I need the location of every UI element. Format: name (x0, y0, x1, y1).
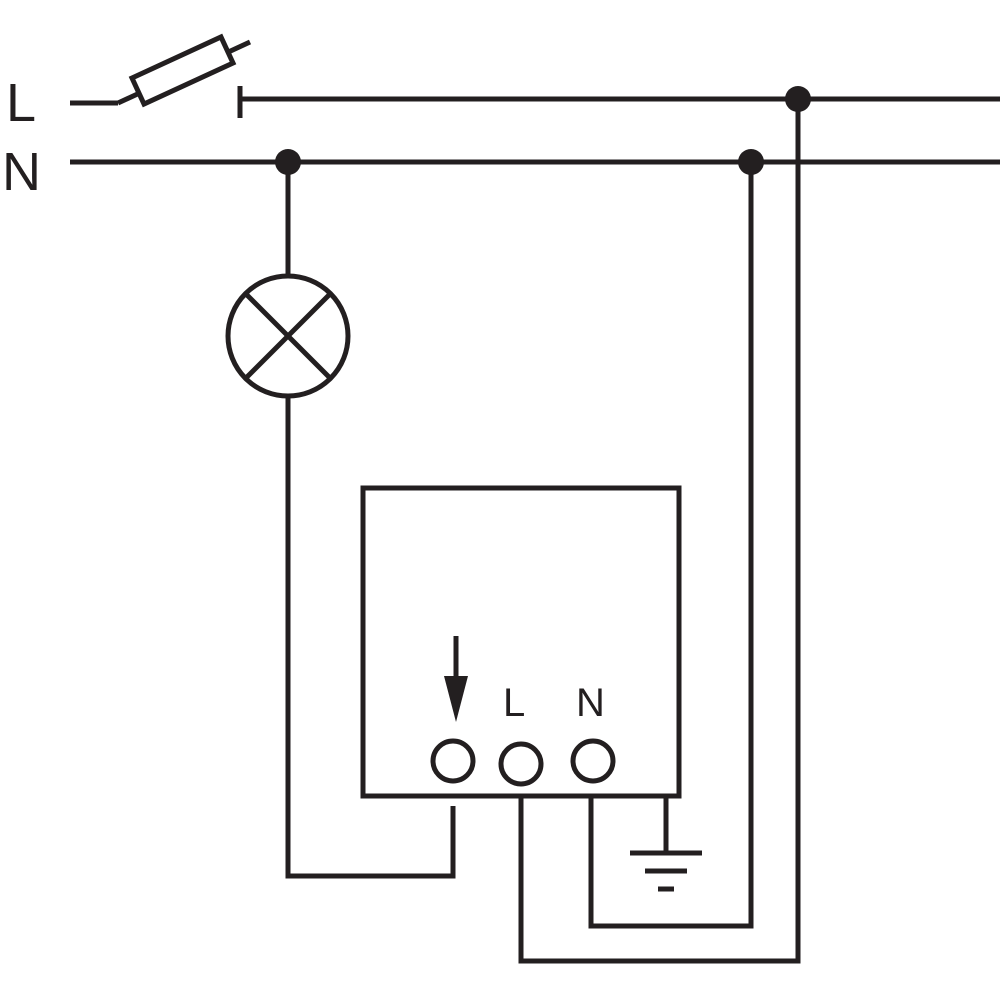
fuse-icon (128, 33, 237, 108)
junction-line-rail (785, 86, 811, 112)
junction-device-neutral (738, 149, 764, 175)
ground-icon (630, 796, 702, 892)
terminal-switched-output (430, 738, 476, 784)
neutral-rail-label: N (2, 142, 41, 202)
terminal-neutral (570, 738, 616, 784)
device-line-wire (518, 99, 801, 964)
terminal-label-line: L (503, 681, 525, 725)
lamp-switched-wire (285, 396, 456, 879)
device-neutral-wire (588, 162, 754, 929)
terminal-line (498, 741, 544, 787)
lamp-icon (225, 273, 351, 399)
junction-lamp-neutral (275, 149, 301, 175)
terminal-label-neutral: N (576, 681, 605, 725)
arrow-down-icon (444, 636, 468, 722)
line-rail-label: L (6, 73, 36, 133)
